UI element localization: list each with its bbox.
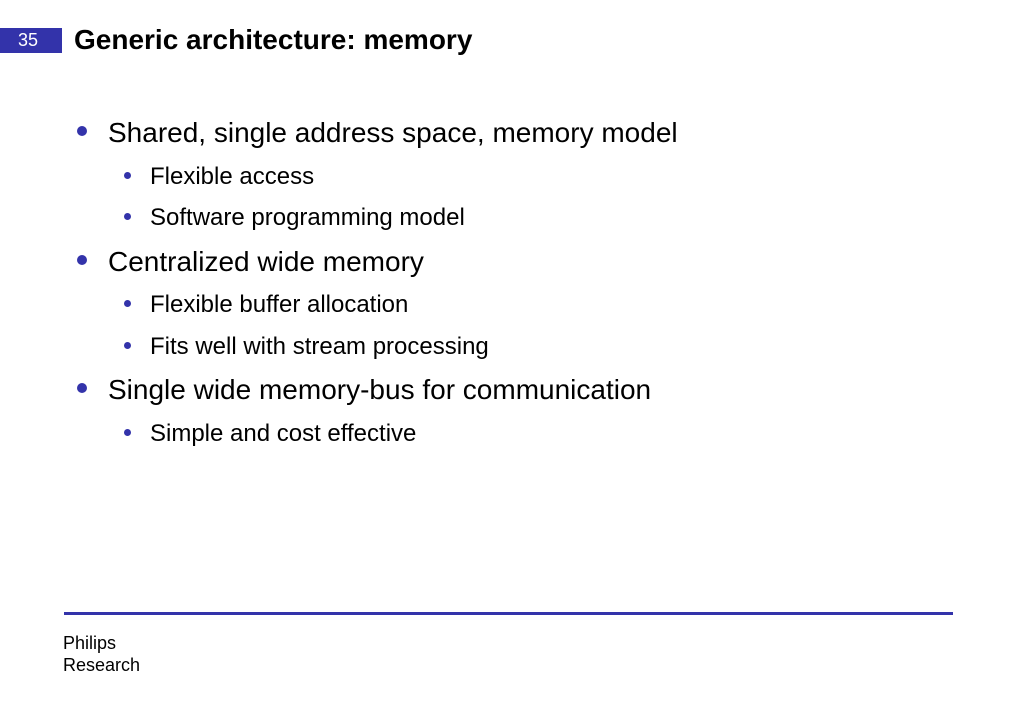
bullet-item: Centralized wide memory	[77, 245, 424, 279]
sub-bullet-item: Simple and cost effective	[124, 419, 417, 449]
bullet-dot-icon	[77, 255, 87, 265]
bullet-text: Centralized wide memory	[108, 246, 424, 277]
sub-bullet-text: Fits well with stream processing	[150, 333, 489, 360]
sub-bullet-text: Software programming model	[150, 204, 465, 231]
sub-bullet-text: Flexible buffer allocation	[150, 291, 409, 318]
footer-divider	[64, 612, 953, 615]
bullet-text: Shared, single address space, memory mod…	[108, 117, 678, 148]
bullet-item: Single wide memory-bus for communication	[77, 373, 652, 407]
slide-number: 35	[0, 28, 62, 53]
bullet-dot-icon	[124, 300, 131, 307]
bullet-dot-icon	[77, 383, 87, 393]
bullet-dot-icon	[124, 213, 131, 220]
footer-organization: Philips Research	[63, 632, 140, 676]
sub-bullet-text: Simple and cost effective	[150, 420, 417, 447]
sub-bullet-text: Flexible access	[150, 163, 315, 190]
bullet-dot-icon	[124, 172, 131, 179]
sub-bullet-item: Fits well with stream processing	[124, 332, 489, 362]
sub-bullet-item: Flexible access	[124, 162, 315, 192]
footer-org-line: Research	[63, 655, 141, 675]
sub-bullet-item: Software programming model	[124, 203, 465, 233]
bullet-dot-icon	[124, 342, 131, 349]
footer-org-line: Philips	[63, 633, 117, 653]
bullet-text: Single wide memory-bus for communication	[108, 374, 652, 405]
sub-bullet-item: Flexible buffer allocation	[124, 290, 409, 320]
bullet-dot-icon	[77, 126, 87, 136]
slide-title: Generic architecture: memory	[74, 24, 473, 55]
bullet-dot-icon	[124, 429, 131, 436]
bullet-item: Shared, single address space, memory mod…	[77, 116, 678, 150]
